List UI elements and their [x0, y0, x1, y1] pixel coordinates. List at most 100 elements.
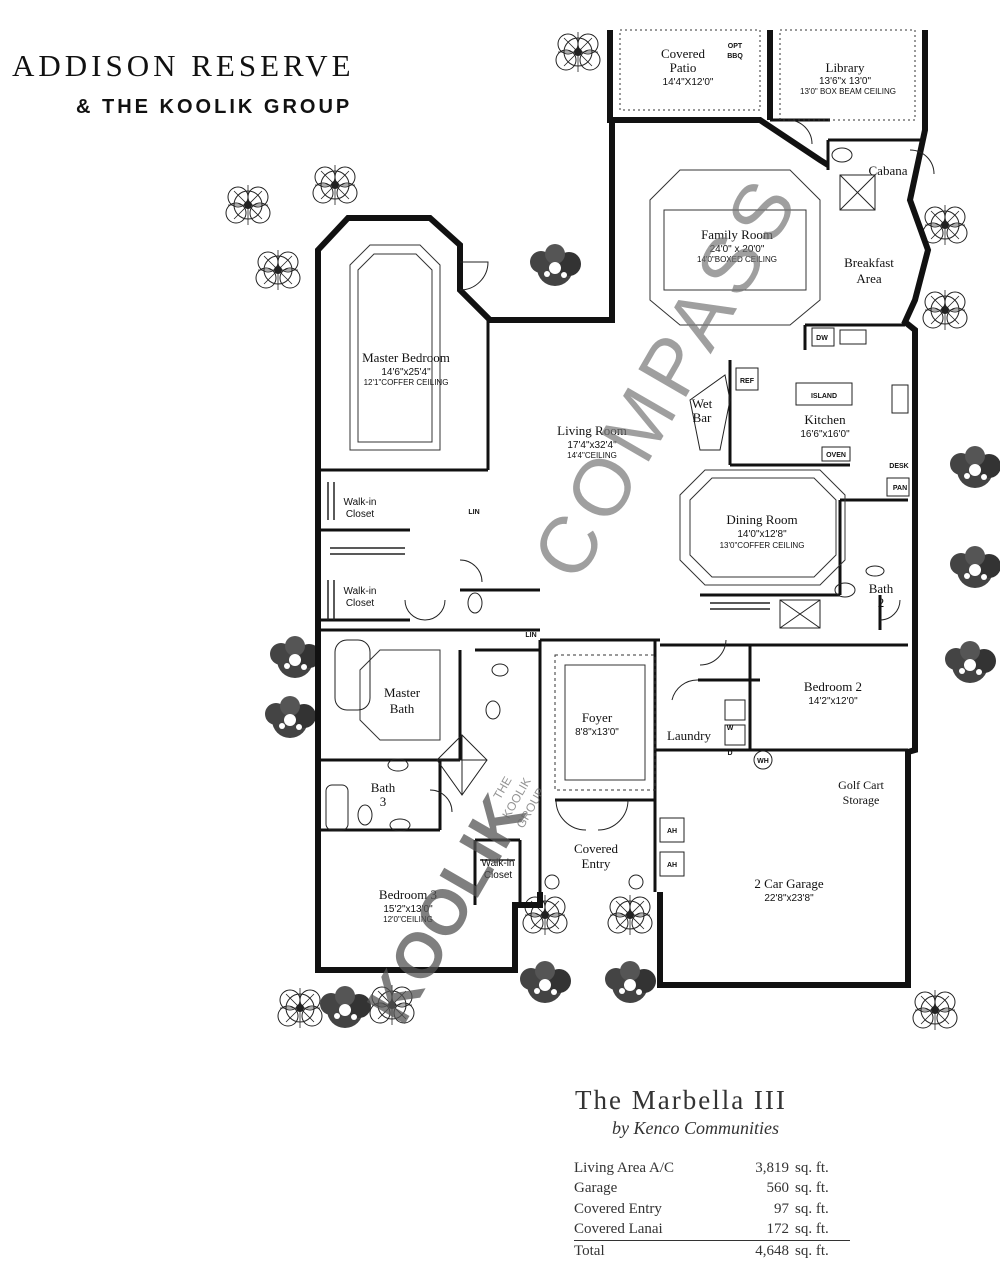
- area-unit: sq. ft.: [795, 1200, 829, 1217]
- cabana-label: Cabana: [869, 163, 908, 178]
- garage-label: 2 Car Garage: [754, 876, 824, 891]
- shower-icon: [779, 599, 821, 629]
- sink-icon: [485, 700, 501, 720]
- tree-icon: [522, 894, 568, 936]
- golf-cart-label-2: Storage: [843, 793, 880, 807]
- area-table: Living Area A/C 3,819 sq. ft. Garage 560…: [574, 1158, 850, 1262]
- kitchen-dim: 16'6"x16'0": [800, 429, 850, 440]
- opt-tag: OPT: [728, 43, 743, 50]
- toilet-icon: [834, 582, 856, 598]
- area-unit: sq. ft.: [795, 1221, 829, 1238]
- walk-in-closet-3-label: Walk-in: [482, 858, 515, 869]
- living-room-label: Living Room: [557, 423, 627, 438]
- shrub-icon: [265, 696, 316, 738]
- walk-in-closet-3-label-2: Closet: [484, 870, 513, 881]
- bedroom-2-dim: 14'2"x12'0": [808, 696, 858, 707]
- dw-tag: DW: [816, 335, 828, 342]
- area-value: 560: [766, 1180, 790, 1197]
- shrub-icon: [270, 636, 321, 678]
- area-unit: sq. ft.: [795, 1159, 829, 1176]
- master-bedroom-dim: 14'6"x25'4": [381, 367, 431, 378]
- area-label: Covered Entry: [574, 1200, 662, 1217]
- master-bedroom-label: Master Bedroom: [362, 350, 450, 365]
- column-icon: [628, 874, 644, 890]
- bbq-tag: BBQ: [727, 53, 743, 60]
- water-heater-tag: WH: [757, 758, 769, 765]
- kitchen-label: Kitchen: [804, 412, 846, 427]
- toilet-icon: [357, 804, 373, 826]
- exterior-walls: [315, 30, 932, 988]
- model-builder: by Kenco Communities: [612, 1118, 779, 1138]
- library-ceiling: 13'0" BOX BEAM CEILING: [800, 87, 896, 96]
- area-row: Covered Entry 97 sq. ft.: [574, 1199, 850, 1220]
- brand-title: ADDISON RESERVE: [12, 48, 355, 83]
- living-room-dim: 17'4"x32'4": [567, 440, 617, 451]
- air-handler: [659, 817, 685, 843]
- tree-icon: [922, 204, 968, 246]
- washer-tag: W: [727, 725, 734, 732]
- area-unit: sq. ft.: [795, 1180, 829, 1197]
- door-swings: [404, 119, 935, 831]
- floor-plan: Covered Patio 14'4"X12'0" OPT BBQ Librar…: [225, 29, 1000, 1035]
- tree-icon: [225, 184, 271, 226]
- closet-shelving: [327, 482, 770, 861]
- walk-in-closet-1-label: Walk-in: [344, 497, 377, 508]
- dryer-tag: D: [727, 750, 732, 757]
- dining-room-ceiling: 13'0"COFFER CEILING: [720, 541, 805, 550]
- master-bedroom-ceiling: 12'1"COFFER CEILING: [364, 378, 449, 387]
- kitchen-island: [795, 382, 853, 406]
- washer: [724, 699, 746, 721]
- living-room-ceiling: 14'4"CEILING: [567, 451, 617, 460]
- garage-dim: 22'8"x23'8": [764, 893, 814, 904]
- shrub-icon: [950, 546, 1000, 588]
- bedroom-3-label: Bedroom 3: [379, 887, 437, 902]
- kitchen-sink: [839, 329, 867, 345]
- foyer-dim: 8'8"x13'0": [575, 727, 619, 738]
- watermark: COMPASS KOOLIK THE KOOLIK GROUP: [353, 159, 818, 1035]
- golf-cart-label: Golf Cart: [838, 778, 884, 792]
- ah-tag-2: AH: [667, 862, 677, 869]
- ah-tag-1: AH: [667, 828, 677, 835]
- covered-patio-dim: 14'4"X12'0": [663, 77, 714, 88]
- bath-3-label: Bath: [371, 780, 396, 795]
- tree-icon: [607, 894, 653, 936]
- pan-tag: PAN: [893, 485, 907, 492]
- room-labels: Covered Patio 14'4"X12'0" OPT BBQ Librar…: [344, 43, 909, 924]
- bath-3-label-2: 3: [380, 794, 387, 809]
- shower-icon: [839, 174, 876, 211]
- covered-patio-label-2: Patio: [670, 60, 697, 75]
- pantry: [886, 477, 910, 497]
- shrub-icon: [950, 446, 1000, 488]
- bedroom-3-dim: 15'2"x13'0": [383, 904, 433, 915]
- shrub-icon: [520, 961, 571, 1003]
- foyer-label: Foyer: [582, 710, 613, 725]
- refrigerator: [735, 367, 759, 391]
- tree-icon: [255, 249, 301, 291]
- walk-in-closet-1-label-2: Closet: [346, 509, 375, 520]
- area-total-value: 4,648: [732, 1240, 795, 1262]
- area-label: Living Area A/C: [574, 1159, 674, 1176]
- tree-icon: [912, 989, 958, 1031]
- wet-bar-label-2: Bar: [693, 410, 712, 425]
- linen-1-label: LIN: [468, 509, 479, 516]
- covered-entry-label-2: Entry: [582, 856, 611, 871]
- master-bath-label: Master: [384, 685, 421, 700]
- area-label: Covered Lanai: [574, 1221, 663, 1238]
- shrub-icon: [605, 961, 656, 1003]
- cooktop: [891, 384, 909, 414]
- bedroom-3-ceiling: 12'0"CEILING: [383, 915, 433, 924]
- fixtures: [325, 147, 910, 890]
- area-value: 97: [774, 1200, 789, 1217]
- tree-icon: [312, 164, 358, 206]
- air-handler: [659, 851, 685, 877]
- bedroom-2-label: Bedroom 2: [804, 679, 862, 694]
- sink-icon: [387, 758, 409, 772]
- water-heater: [753, 750, 773, 770]
- area-label: Garage: [574, 1180, 618, 1197]
- island-tag: ISLAND: [811, 393, 837, 400]
- walk-in-closet-2-label: Walk-in: [344, 586, 377, 597]
- ceiling-details: [349, 29, 916, 791]
- area-value: 3,819: [755, 1159, 789, 1176]
- library-label: Library: [826, 60, 865, 75]
- tree-icon: [277, 987, 323, 1029]
